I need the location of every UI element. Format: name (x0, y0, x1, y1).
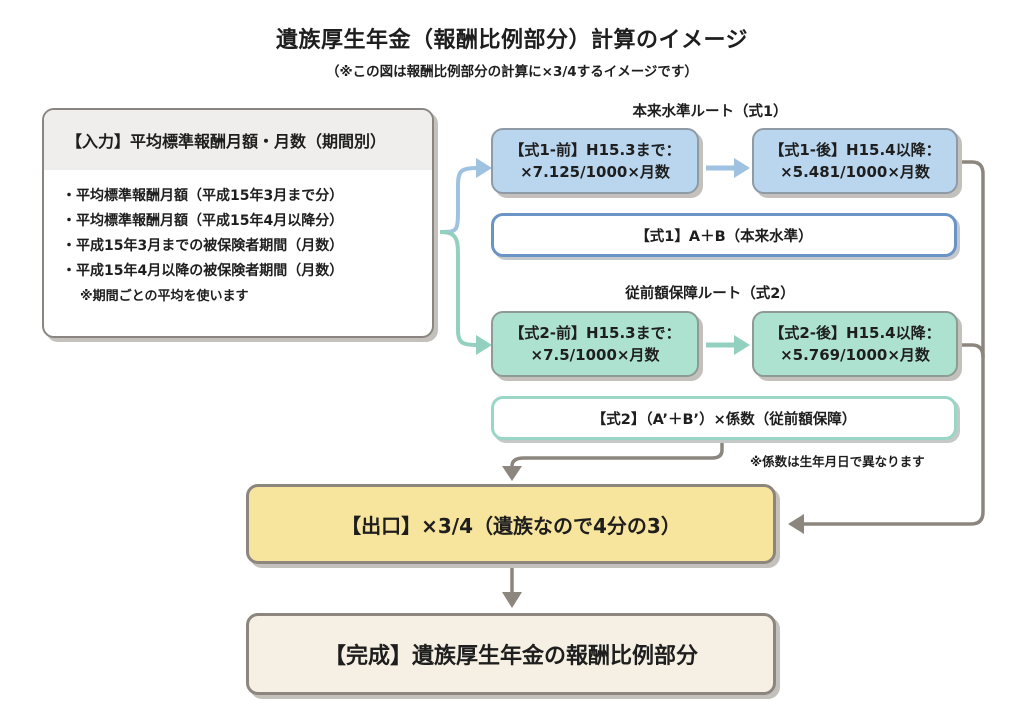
route2-before-line1: 【式2-前】H15.3まで： (509, 324, 681, 342)
input-list: 平均標準報酬月額（平成15年3月まで分） 平均標準報酬月額（平成15年4月以降分… (44, 170, 432, 284)
page-title: 遺族厚生年金（報酬比例部分）計算のイメージ (275, 28, 749, 53)
route2-after-line2: ×5.769/1000×月数 (780, 346, 930, 364)
connector-input-to-route2 (439, 230, 479, 347)
arrowhead-output-top (502, 466, 522, 481)
output-label: 【出口】×3/4（遺族なので4分の3） (341, 513, 681, 538)
connector-route2sum-to-output (510, 441, 724, 470)
arrowhead-route1 (476, 158, 492, 178)
route2-coefficient-note: ※係数は生年月日で異なります (750, 454, 925, 469)
route2-before-box: 【式2-前】H15.3まで： ×7.5/1000×月数 (491, 311, 699, 377)
page-subtitle: （※この図は報酬比例部分の計算に×3/4するイメージです） (326, 64, 698, 80)
connector-route2-to-bracket (958, 343, 985, 358)
route1-after-box: 【式1-後】H15.4以降： ×5.481/1000×月数 (752, 128, 958, 194)
route2-sum-box: 【式2】（A’＋B’）×係数（従前額保障） (491, 396, 957, 440)
input-box: 【入力】平均標準報酬月額・月数（期間別） 平均標準報酬月額（平成15年3月まで分… (42, 108, 434, 338)
input-heading: 【入力】平均標準報酬月額・月数（期間別） (44, 110, 432, 170)
final-label: 【完成】遺族厚生年金の報酬比例部分 (323, 644, 698, 669)
route1-after-line2: ×5.481/1000×月数 (780, 163, 930, 181)
input-item: 平成15年4月以降の被保険者期間（月数） (62, 259, 432, 284)
route1-sum-label: 【式1】A＋B（本来水準） (635, 228, 813, 245)
route2-before-line2: ×7.5/1000×月数 (530, 346, 660, 364)
input-item: 平均標準報酬月額（平成15年4月以降分） (62, 209, 432, 234)
route1-before-line1: 【式1-前】H15.3まで： (509, 141, 681, 159)
input-note: ※期間ごとの平均を使います (80, 289, 249, 304)
route2-after-line1: 【式2-後】H15.4以降： (769, 324, 941, 342)
route1-before-box: 【式1-前】H15.3まで： ×7.125/1000×月数 (491, 128, 699, 194)
arrowhead-output-right (788, 514, 804, 534)
arrowhead-route1-after (734, 158, 750, 178)
route2-after-box: 【式2-後】H15.4以降： ×5.769/1000×月数 (752, 311, 958, 377)
arrowhead-route2-after (734, 335, 750, 355)
route1-sum-box: 【式1】A＋B（本来水準） (491, 213, 957, 257)
route1-before-line2: ×7.125/1000×月数 (520, 163, 670, 181)
final-box: 【完成】遺族厚生年金の報酬比例部分 (246, 613, 776, 695)
route2-label: 従前額保障ルート（式2） (625, 286, 795, 302)
arrowhead-final (502, 592, 522, 608)
route2-sum-label: 【式2】（A’＋B’）×係数（従前額保障） (591, 411, 857, 428)
connector-input-to-route1 (439, 166, 479, 234)
route1-label: 本来水準ルート（式1） (632, 104, 788, 120)
input-item: 平均標準報酬月額（平成15年3月まで分） (62, 184, 432, 209)
route1-after-line1: 【式1-後】H15.4以降： (769, 141, 941, 159)
input-item: 平成15年3月までの被保険者期間（月数） (62, 234, 432, 259)
output-box: 【出口】×3/4（遺族なので4分の3） (246, 484, 776, 564)
arrowhead-route2 (476, 335, 492, 355)
